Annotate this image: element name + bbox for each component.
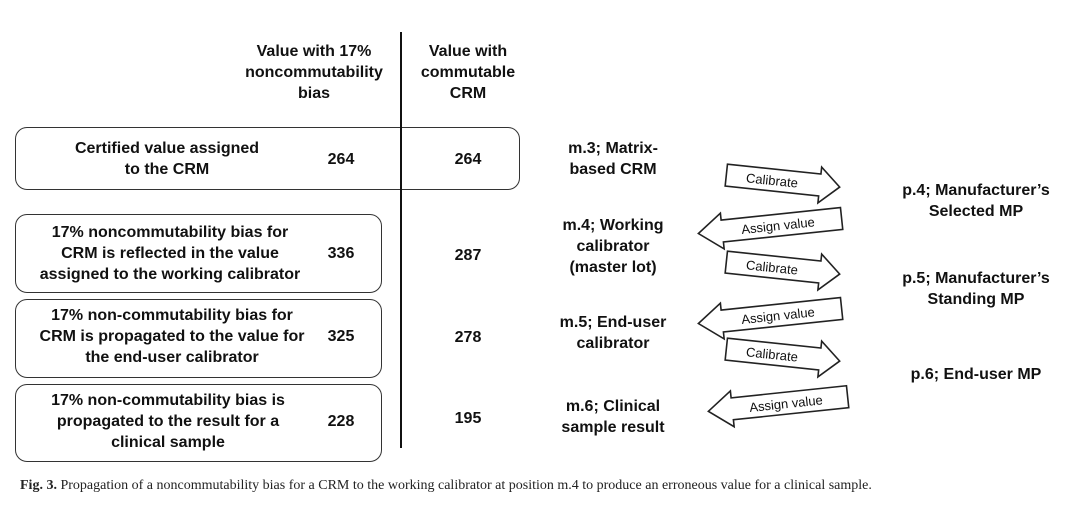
assign-value-arrow: Assign value — [697, 206, 844, 251]
header-noncommutable-bias: Value with 17% noncommutability bias — [245, 43, 383, 102]
figure-caption-text: Propagation of a noncommutability bias f… — [60, 478, 872, 493]
calibrate-arrow: Calibrate — [724, 163, 841, 205]
row-box-2 — [15, 214, 382, 293]
figure-label: Fig. 3. — [20, 478, 57, 493]
row-value-bias: 325 — [327, 328, 355, 345]
row-description: Certified value assigned to the CRM — [74, 140, 260, 178]
arrow-label: Calibrate — [745, 344, 798, 364]
row-value-bias: 264 — [327, 151, 355, 168]
chain-label-m4: m.4; Working calibrator (master lot) — [562, 217, 664, 276]
row-value-commutable: 278 — [454, 329, 482, 346]
row-description: 17% noncommutability bias for CRM is ref… — [39, 224, 301, 283]
assign-value-arrow: Assign value — [707, 384, 850, 429]
row-value-commutable: 264 — [454, 151, 482, 168]
calibrate-arrow: Calibrate — [724, 250, 841, 292]
row-value-commutable: 195 — [454, 410, 482, 427]
chain-label-m6: m.6; Clinical sample result — [561, 398, 665, 436]
calibrate-arrow: Calibrate — [724, 337, 841, 379]
column-divider — [400, 32, 402, 448]
chain-label-m3: m.3; Matrix- based CRM — [568, 140, 658, 178]
row-box-1 — [15, 127, 520, 190]
row-box-4 — [15, 384, 382, 462]
header-commutable-crm: Value with commutable CRM — [420, 43, 516, 102]
arrow-label: Calibrate — [745, 257, 798, 277]
assign-value-arrow: Assign value — [697, 296, 844, 341]
row-box-3 — [15, 299, 382, 378]
row-value-commutable: 287 — [454, 247, 482, 264]
row-description: 17% non-commutability bias is propagated… — [51, 392, 285, 451]
row-description: 17% non-commutability bias for CRM is pr… — [39, 307, 305, 366]
row-value-bias: 228 — [327, 413, 355, 430]
procedure-label-p5: p.5; Manufacturer’s Standing MP — [902, 270, 1050, 308]
procedure-label-p6: p.6; End-user MP — [910, 366, 1042, 383]
chain-label-m5: m.5; End-user calibrator — [559, 314, 667, 352]
arrow-label: Calibrate — [745, 170, 798, 190]
procedure-label-p4: p.4; Manufacturer’s Selected MP — [902, 182, 1050, 220]
row-value-bias: 336 — [327, 245, 355, 262]
figure-caption: Fig. 3. Propagation of a noncommutabilit… — [20, 478, 872, 494]
